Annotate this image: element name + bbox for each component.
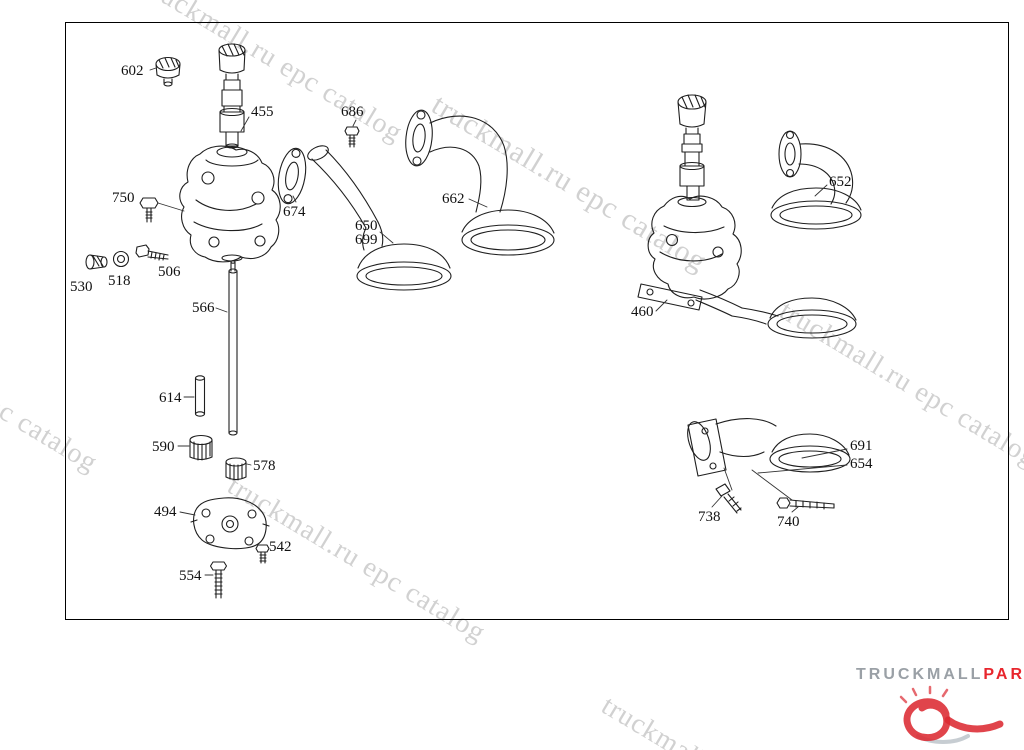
part-label-740: 740 [777,514,800,530]
part-label-554: 554 [179,568,202,584]
leader-lines [149,67,848,576]
strainer-460-drawing [731,297,857,339]
oil-pump-body-left-drawing [179,145,281,263]
part-label-738: 738 [698,509,721,525]
shaft-460-upper-drawing [677,94,707,201]
part-label-506: 506 [158,264,181,280]
pipe-662-drawing [405,109,555,256]
part-label-654: 654 [850,456,873,472]
part-label-686: 686 [341,104,364,120]
part-label-650: 650 [355,218,378,234]
suction-pipe-650-drawing [307,145,452,291]
cover-494-drawing [190,497,270,550]
part-label-590: 590 [152,439,175,455]
pipe-652-drawing [770,130,862,230]
gear-602-drawing [155,56,181,87]
part-label-614: 614 [159,390,182,406]
brand-logo-truckmall: TRUCKMALL [856,666,984,683]
bolt-740-drawing [776,497,835,510]
part-label-662: 662 [442,191,465,207]
part-label-652: 652 [829,174,852,190]
part-label-494: 494 [154,504,177,520]
part-label-460: 460 [631,304,654,320]
bolt-542-drawing [255,544,270,564]
part-label-578: 578 [253,458,276,474]
part-label-691: 691 [850,438,873,454]
bolt-738-drawing [715,483,742,514]
plug-530-drawing [85,254,108,270]
pin-614-drawing [194,375,206,417]
ring-518-drawing [112,250,130,268]
bolt-506-drawing [135,244,169,261]
oil-pump-body-right-drawing [637,195,743,317]
gear-578-drawing [225,457,247,481]
bolt-686-drawing [344,126,360,148]
part-label-699: 699 [355,232,378,248]
part-label-674: 674 [283,204,306,220]
part-label-542: 542 [269,539,292,555]
gasket-674-drawing [277,147,307,205]
bolt-554-drawing [209,561,228,599]
part-label-750: 750 [112,190,135,206]
brand-logo-parts: PARTS [983,666,1024,683]
brand-logo: TRUCKMALLPARTS [856,666,1024,684]
shaft-455-drawing [218,43,246,149]
part-label-455: 455 [251,104,274,120]
elbow-691-drawing [687,418,851,477]
part-label-566: 566 [192,300,215,316]
brand-swirl-icon [899,685,1004,744]
rod-566-drawing [228,260,238,436]
part-label-530: 530 [70,279,93,295]
gear-590-drawing [189,434,213,461]
part-label-518: 518 [108,273,131,289]
part-label-602: 602 [121,63,144,79]
diagram-border [65,22,1009,620]
bolt-750-drawing [139,197,159,223]
